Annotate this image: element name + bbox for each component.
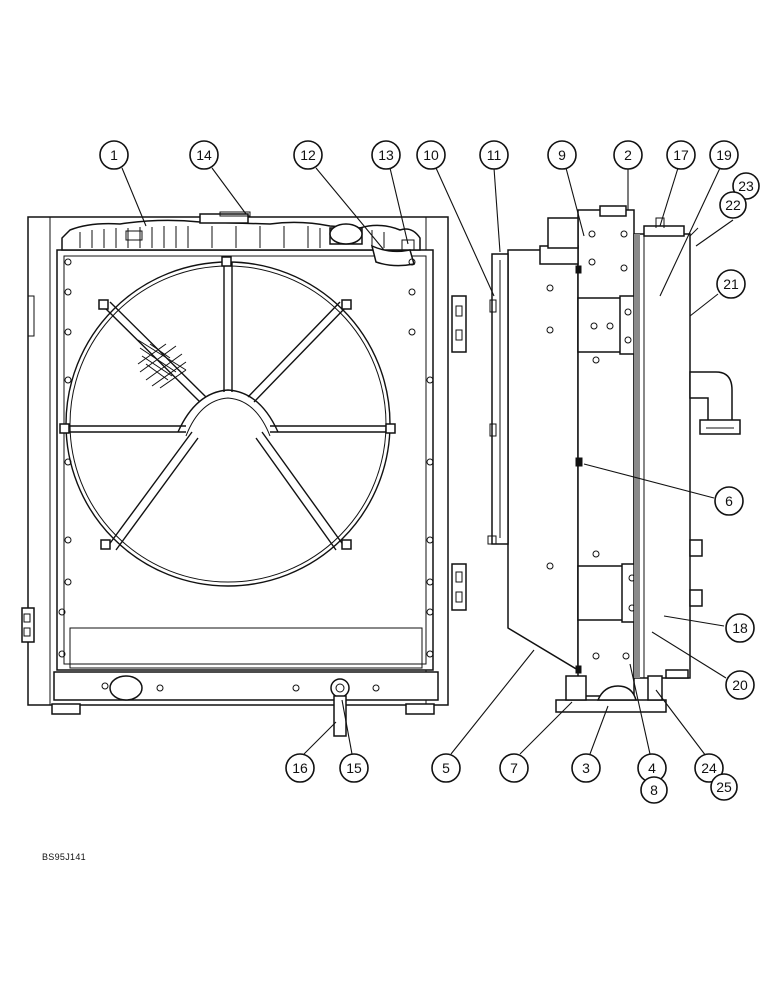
callout-2: 2 <box>613 140 643 170</box>
callout-label-21: 21 <box>723 276 739 292</box>
callout-label-11: 11 <box>487 147 502 163</box>
callout-label-17: 17 <box>673 147 689 163</box>
callout-19: 19 <box>709 140 739 170</box>
fan-guard-tabs <box>59 256 396 550</box>
top-bracket <box>199 213 249 224</box>
callout-16: 16 <box>285 753 315 783</box>
drain-hose <box>333 695 347 737</box>
callout-label-18: 18 <box>732 620 748 636</box>
callout-7: 7 <box>499 753 529 783</box>
callout-1: 1 <box>99 140 129 170</box>
figure-code: BS95J141 <box>42 852 86 862</box>
callout-22: 22 <box>719 191 747 219</box>
callout-8: 8 <box>640 776 668 804</box>
callout-label-20: 20 <box>732 677 748 693</box>
fan-guard-spokes <box>66 262 390 551</box>
radiator-cap <box>329 223 363 245</box>
callout-12: 12 <box>293 140 323 170</box>
callout-label-2: 2 <box>624 147 632 163</box>
callouts: 1 14 12 13 10 11 9 2 17 19 23 22 21 6 18… <box>99 140 760 804</box>
callout-label-4: 4 <box>648 760 656 776</box>
shroud-panel <box>56 249 434 671</box>
outlet-fitting <box>330 678 350 698</box>
leader-lines <box>121 167 734 757</box>
callout-24: 24 <box>694 753 724 783</box>
callout-17: 17 <box>666 140 696 170</box>
shroud-side <box>507 249 579 672</box>
callout-label-7: 7 <box>510 760 518 776</box>
callout-9: 9 <box>547 140 577 170</box>
mount-clip <box>575 457 583 467</box>
mounting-base <box>555 699 667 713</box>
callout-label-19: 19 <box>716 147 732 163</box>
radiator-core-side <box>577 209 635 697</box>
callout-18: 18 <box>725 613 755 643</box>
callout-label-9: 9 <box>558 147 566 163</box>
callout-label-5: 5 <box>442 760 450 776</box>
radiator-front-view <box>21 211 467 737</box>
callout-label-10: 10 <box>423 147 439 163</box>
oil-cooler-core <box>633 233 691 679</box>
callout-23: 23 <box>732 172 760 200</box>
left-side-rail <box>27 216 51 706</box>
cooler-side-view <box>487 205 741 713</box>
callout-label-3: 3 <box>582 760 590 776</box>
callout-13: 13 <box>371 140 401 170</box>
fan-guard-mesh <box>137 339 187 389</box>
callout-label-8: 8 <box>650 782 658 798</box>
drain-plug <box>109 675 143 701</box>
callout-3: 3 <box>571 753 601 783</box>
top-tank-fins <box>79 226 385 248</box>
callout-label-25: 25 <box>716 779 732 795</box>
callout-15: 15 <box>339 753 369 783</box>
callout-label-16: 16 <box>292 760 308 776</box>
callout-14: 14 <box>189 140 219 170</box>
callout-label-14: 14 <box>196 147 212 163</box>
callout-6: 6 <box>714 486 744 516</box>
callout-21: 21 <box>716 269 746 299</box>
frame-bolts <box>58 258 434 658</box>
callout-label-6: 6 <box>725 493 733 509</box>
callout-11: 11 <box>479 140 509 170</box>
callout-label-23: 23 <box>738 178 754 194</box>
callout-5: 5 <box>431 753 461 783</box>
callout-25: 25 <box>710 773 738 801</box>
callout-label-24: 24 <box>701 760 717 776</box>
callout-label-1: 1 <box>110 147 118 163</box>
callout-label-13: 13 <box>378 147 394 163</box>
callout-label-12: 12 <box>300 147 316 163</box>
callout-label-15: 15 <box>346 760 362 776</box>
fan-guard-hub <box>177 389 279 433</box>
callout-10: 10 <box>416 140 446 170</box>
callout-20: 20 <box>725 670 755 700</box>
callout-label-22: 22 <box>725 197 741 213</box>
